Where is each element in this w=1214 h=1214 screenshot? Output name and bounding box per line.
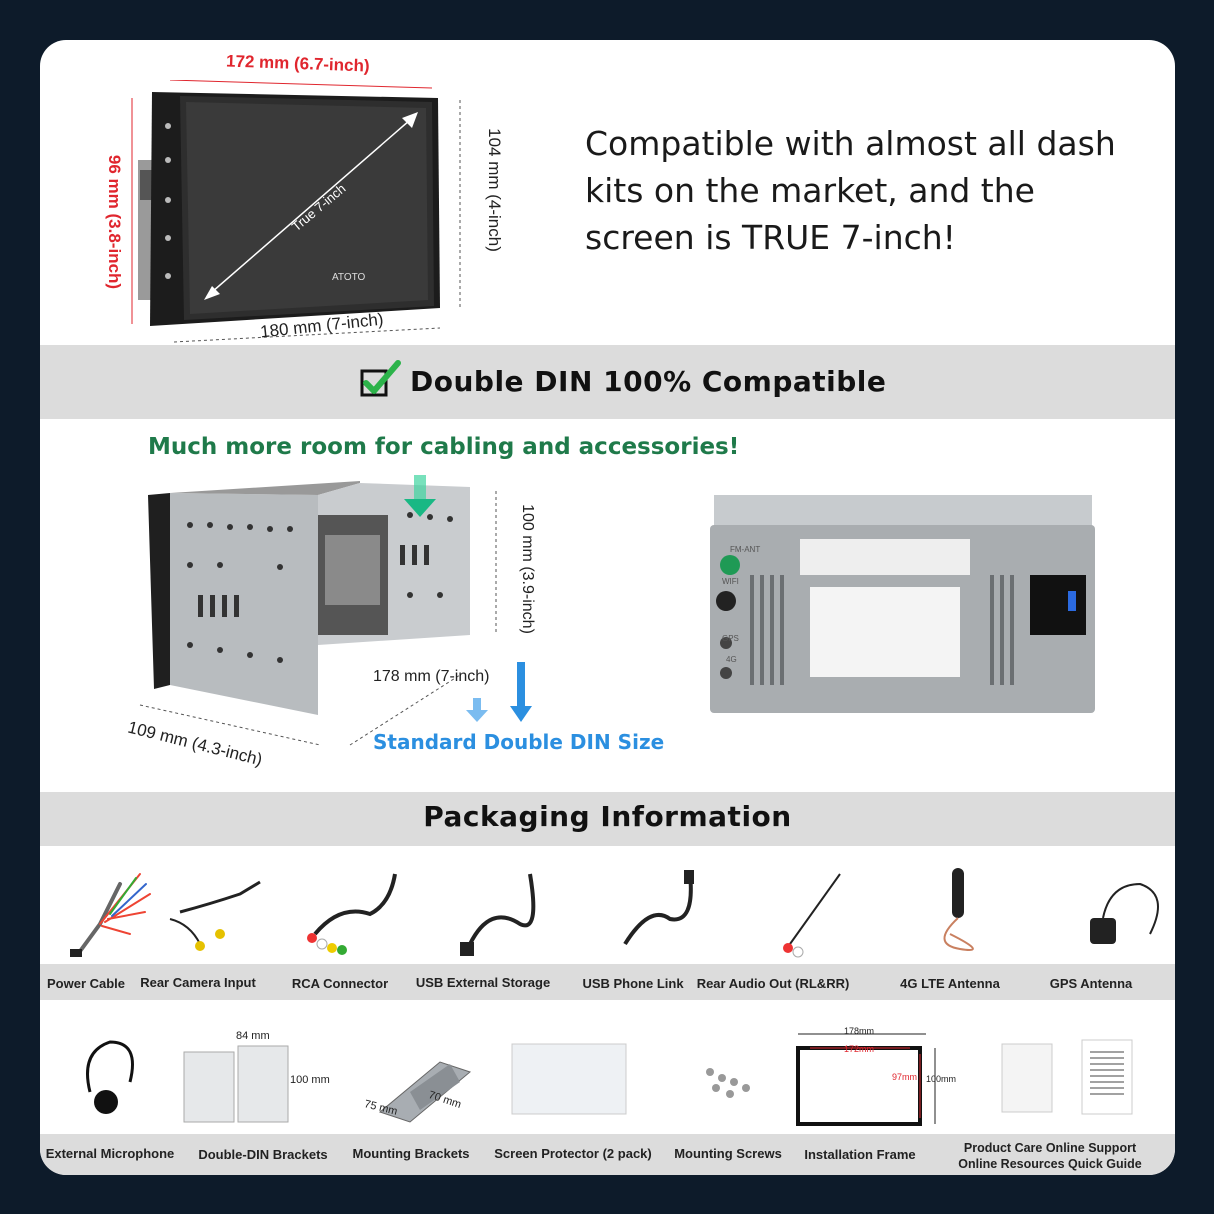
room-text: Much more room for cabling and accessori…	[148, 434, 740, 460]
label-product-care: Product Care Online Support Online Resou…	[940, 1140, 1160, 1172]
label-external-microphone: External Microphone	[45, 1146, 175, 1161]
label-product-care-line-1: Product Care Online Support	[963, 1141, 1137, 1155]
headline-line-2: kits on the market, and the	[585, 171, 1035, 210]
label-mounting-brackets: Mounting Brackets	[352, 1146, 470, 1161]
lte-antenna-icon	[943, 868, 974, 951]
dim-left-label: 96 mm (3.8-inch)	[105, 154, 124, 290]
label-power-cable: Power Cable	[46, 976, 126, 991]
headline-line-3: screen is TRUE 7-inch!	[585, 218, 956, 257]
frame-inner-height: 97mm	[892, 1072, 918, 1082]
rear-audio-out-icon	[783, 873, 841, 958]
dim-top-label: 172 mm (6.7-inch)	[225, 51, 370, 76]
rca-connector-icon	[307, 873, 397, 955]
packaging-title: Packaging Information	[423, 800, 792, 833]
brand-logo: ATOTO	[332, 272, 366, 283]
port-label-gps: GPS	[722, 634, 739, 643]
compatibility-headline: Compatible with almost all dash kits on …	[585, 120, 1145, 261]
label-screen-protector: Screen Protector (2 pack)	[494, 1146, 652, 1161]
rear-panel-illustration	[710, 495, 1095, 713]
bracket-height-dim: 100 mm	[290, 1074, 330, 1086]
row1-label-band	[40, 964, 1175, 1000]
label-usb-phone-link: USB Phone Link	[582, 976, 684, 991]
label-rca-connector: RCA Connector	[291, 976, 389, 991]
label-installation-frame: Installation Frame	[804, 1147, 916, 1162]
double-din-title: Double DIN 100% Compatible	[410, 365, 887, 398]
usb-storage-icon	[468, 873, 536, 945]
mounting-brackets-icon	[378, 1061, 472, 1123]
port-label-4g: 4G	[726, 655, 737, 664]
label-product-care-line-2: Online Resources Quick Guide	[958, 1157, 1142, 1171]
dim-width-label: 178 mm (7-inch)	[373, 668, 490, 685]
label-lte-antenna: 4G LTE Antenna	[900, 976, 1000, 991]
dim-height-label: 100 mm (3.9-inch)	[519, 504, 536, 634]
rear-panel-svg	[710, 495, 1095, 713]
double-din-band: Double DIN 100% Compatible	[40, 345, 1175, 419]
bracket-width-dim: 84 mm	[236, 1030, 270, 1042]
product-card: 172 mm (6.7-inch) 96 mm (3.8-inch) 104 m…	[40, 40, 1175, 1175]
chassis-svg	[139, 475, 497, 746]
label-gps-antenna: GPS Antenna	[1049, 976, 1133, 991]
double-din-brackets-icon	[183, 1045, 289, 1123]
frame-inner-width: 172mm	[844, 1044, 875, 1054]
quick-guide-icon	[1001, 1039, 1133, 1115]
dim-right-label: 104 mm (4-inch)	[485, 128, 504, 252]
usb-phone-link-icon	[623, 873, 693, 946]
label-double-din-brackets: Double-DIN Brackets	[198, 1147, 328, 1162]
accessories-row-2	[86, 1033, 1133, 1126]
installation-frame-icon	[796, 1033, 936, 1126]
microphone-icon	[86, 1040, 134, 1114]
standard-size-text: Standard Double DIN Size	[373, 730, 665, 754]
accessories-row-1	[70, 868, 1159, 958]
label-mounting-screws: Mounting Screws	[674, 1146, 782, 1161]
chassis-illustration	[120, 475, 520, 755]
label-usb-external-storage: USB External Storage	[415, 975, 551, 990]
checkbox-check-icon	[360, 360, 401, 397]
port-label-fm: FM-ANT	[730, 545, 761, 554]
power-cable-icon	[70, 873, 151, 957]
row2-label-band	[40, 1134, 1175, 1175]
down-arrow-icon	[466, 662, 532, 722]
rear-camera-input-icon	[169, 880, 261, 951]
screen-protector-icon	[511, 1043, 627, 1115]
packaging-band: Packaging Information	[40, 792, 1175, 846]
port-label-wifi: WIFI	[722, 577, 739, 586]
frame-outer-height: 100mm	[926, 1074, 957, 1084]
head-unit-svg	[131, 79, 461, 343]
label-rear-camera-input: Rear Camera Input	[140, 975, 256, 990]
label-rear-audio-out: Rear Audio Out (RL&RR)	[696, 976, 850, 991]
frame-outer-width: 178mm	[844, 1026, 875, 1036]
headline-line-1: Compatible with almost all dash	[585, 124, 1116, 163]
head-unit-illustration	[100, 79, 520, 350]
gps-antenna-icon	[1090, 882, 1159, 944]
mounting-screws-icon	[706, 1068, 750, 1098]
